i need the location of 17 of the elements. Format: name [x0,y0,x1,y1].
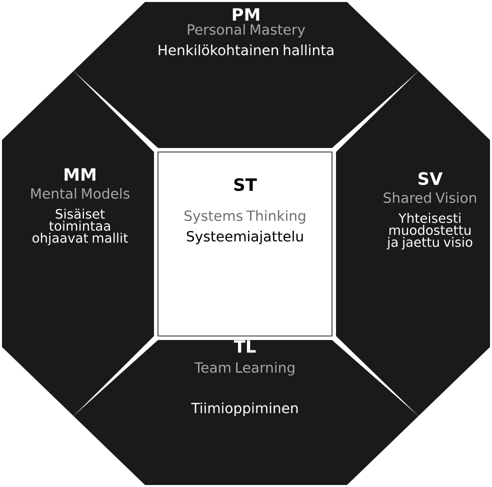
panel: PM Personal Mastery Henkilökohtainen hallinta [74,2,418,148]
panel: TL Team Learning Tiimioppiminen [74,340,418,485]
node-label: Henkilökohtainen hallinta [158,44,334,56]
node-label: TL [234,340,256,353]
node-label: SV [418,172,443,186]
node-label: Yhteisesti muodostettu ja jaettu visio [386,212,472,250]
panel: MM Mental Models Sisäiset toimintaa ohjaavat mallit [2,71,154,416]
node-label: MM [64,168,96,181]
node-label: Sisäiset toimintaa ohjaavat mallit [32,208,128,246]
node-label: Shared Vision [384,192,476,204]
center-square: ST Systems Thinking Systeemiajattelu [158,152,332,336]
node-label: Team Learning [194,362,294,376]
node-label: Mental Models [31,188,130,199]
panel: SV Shared Vision Yhteisesti muodostettu ja jaettu visio [336,71,490,416]
node-label: PM [232,8,260,21]
node-label: Personal Mastery [188,24,306,38]
node-label: Tiimioppiminen [191,402,298,416]
